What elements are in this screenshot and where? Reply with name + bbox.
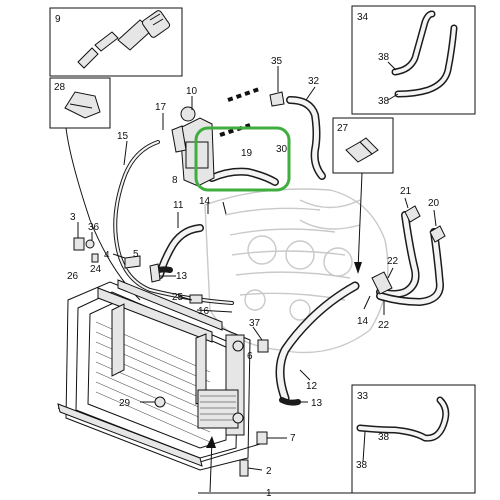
label-38b: 38: [378, 96, 390, 107]
hose-lines: [113, 96, 444, 406]
label-36: 36: [88, 222, 100, 233]
label-6: 6: [247, 351, 253, 362]
expansion-tank: [171, 106, 215, 187]
label-14b: 14: [357, 316, 369, 327]
label-3: 3: [70, 212, 76, 223]
label-24: 24: [90, 264, 102, 275]
label-22b: 22: [378, 320, 390, 331]
label-33: 33: [357, 391, 369, 402]
leader-lines: [77, 66, 437, 471]
label-8: 8: [172, 175, 178, 186]
label-7: 7: [290, 433, 296, 444]
label-9: 9: [55, 14, 61, 25]
label-20: 20: [428, 198, 440, 209]
label-12: 12: [306, 381, 318, 392]
label-14a: 14: [199, 196, 211, 207]
highlight-box-part-19: [194, 126, 291, 192]
label-5: 5: [133, 249, 139, 260]
label-13a: 13: [176, 271, 188, 282]
label-38d: 38: [356, 460, 368, 471]
label-11: 11: [173, 200, 184, 211]
label-2: 2: [266, 466, 272, 477]
label-37: 37: [249, 318, 261, 329]
label-21: 21: [400, 186, 412, 197]
label-15: 15: [117, 131, 129, 142]
label-32: 32: [308, 76, 320, 87]
label-30: 30: [276, 144, 288, 155]
inset-box-28: 28: [49, 77, 111, 129]
part-labels: 1 2 3 4 5 6 7 8 10 11 12 13 13 14 14 15 …: [67, 56, 440, 499]
inset-box-27: 27: [332, 117, 394, 174]
label-38c: 38: [378, 432, 390, 443]
label-10: 10: [186, 86, 198, 97]
label-27: 27: [337, 123, 349, 134]
label-25: 25: [172, 292, 184, 303]
label-35: 35: [271, 56, 283, 67]
label-22a: 22: [387, 256, 399, 267]
label-28: 28: [54, 82, 66, 93]
inset-box-33: 33 38 38: [351, 384, 476, 494]
label-26: 26: [67, 271, 79, 282]
radiator-assembly: [57, 279, 261, 471]
connector-plug: [77, 10, 171, 69]
inset-box-34: 34 38 38: [351, 5, 476, 115]
clip-part: [64, 91, 101, 119]
label-4: 4: [104, 250, 110, 261]
label-34: 34: [357, 12, 369, 23]
dashed-connectors: [149, 86, 393, 295]
label-1: 1: [266, 488, 272, 499]
label-29: 29: [119, 398, 131, 409]
callout-lines: [65, 127, 363, 494]
label-38a: 38: [378, 52, 390, 63]
inset-box-9: 9: [49, 7, 183, 77]
label-16: 16: [198, 306, 210, 317]
label-13b: 13: [311, 398, 323, 409]
label-17: 17: [155, 102, 167, 113]
label-19: 19: [241, 148, 253, 159]
bolts-and-clamps: [73, 205, 446, 477]
